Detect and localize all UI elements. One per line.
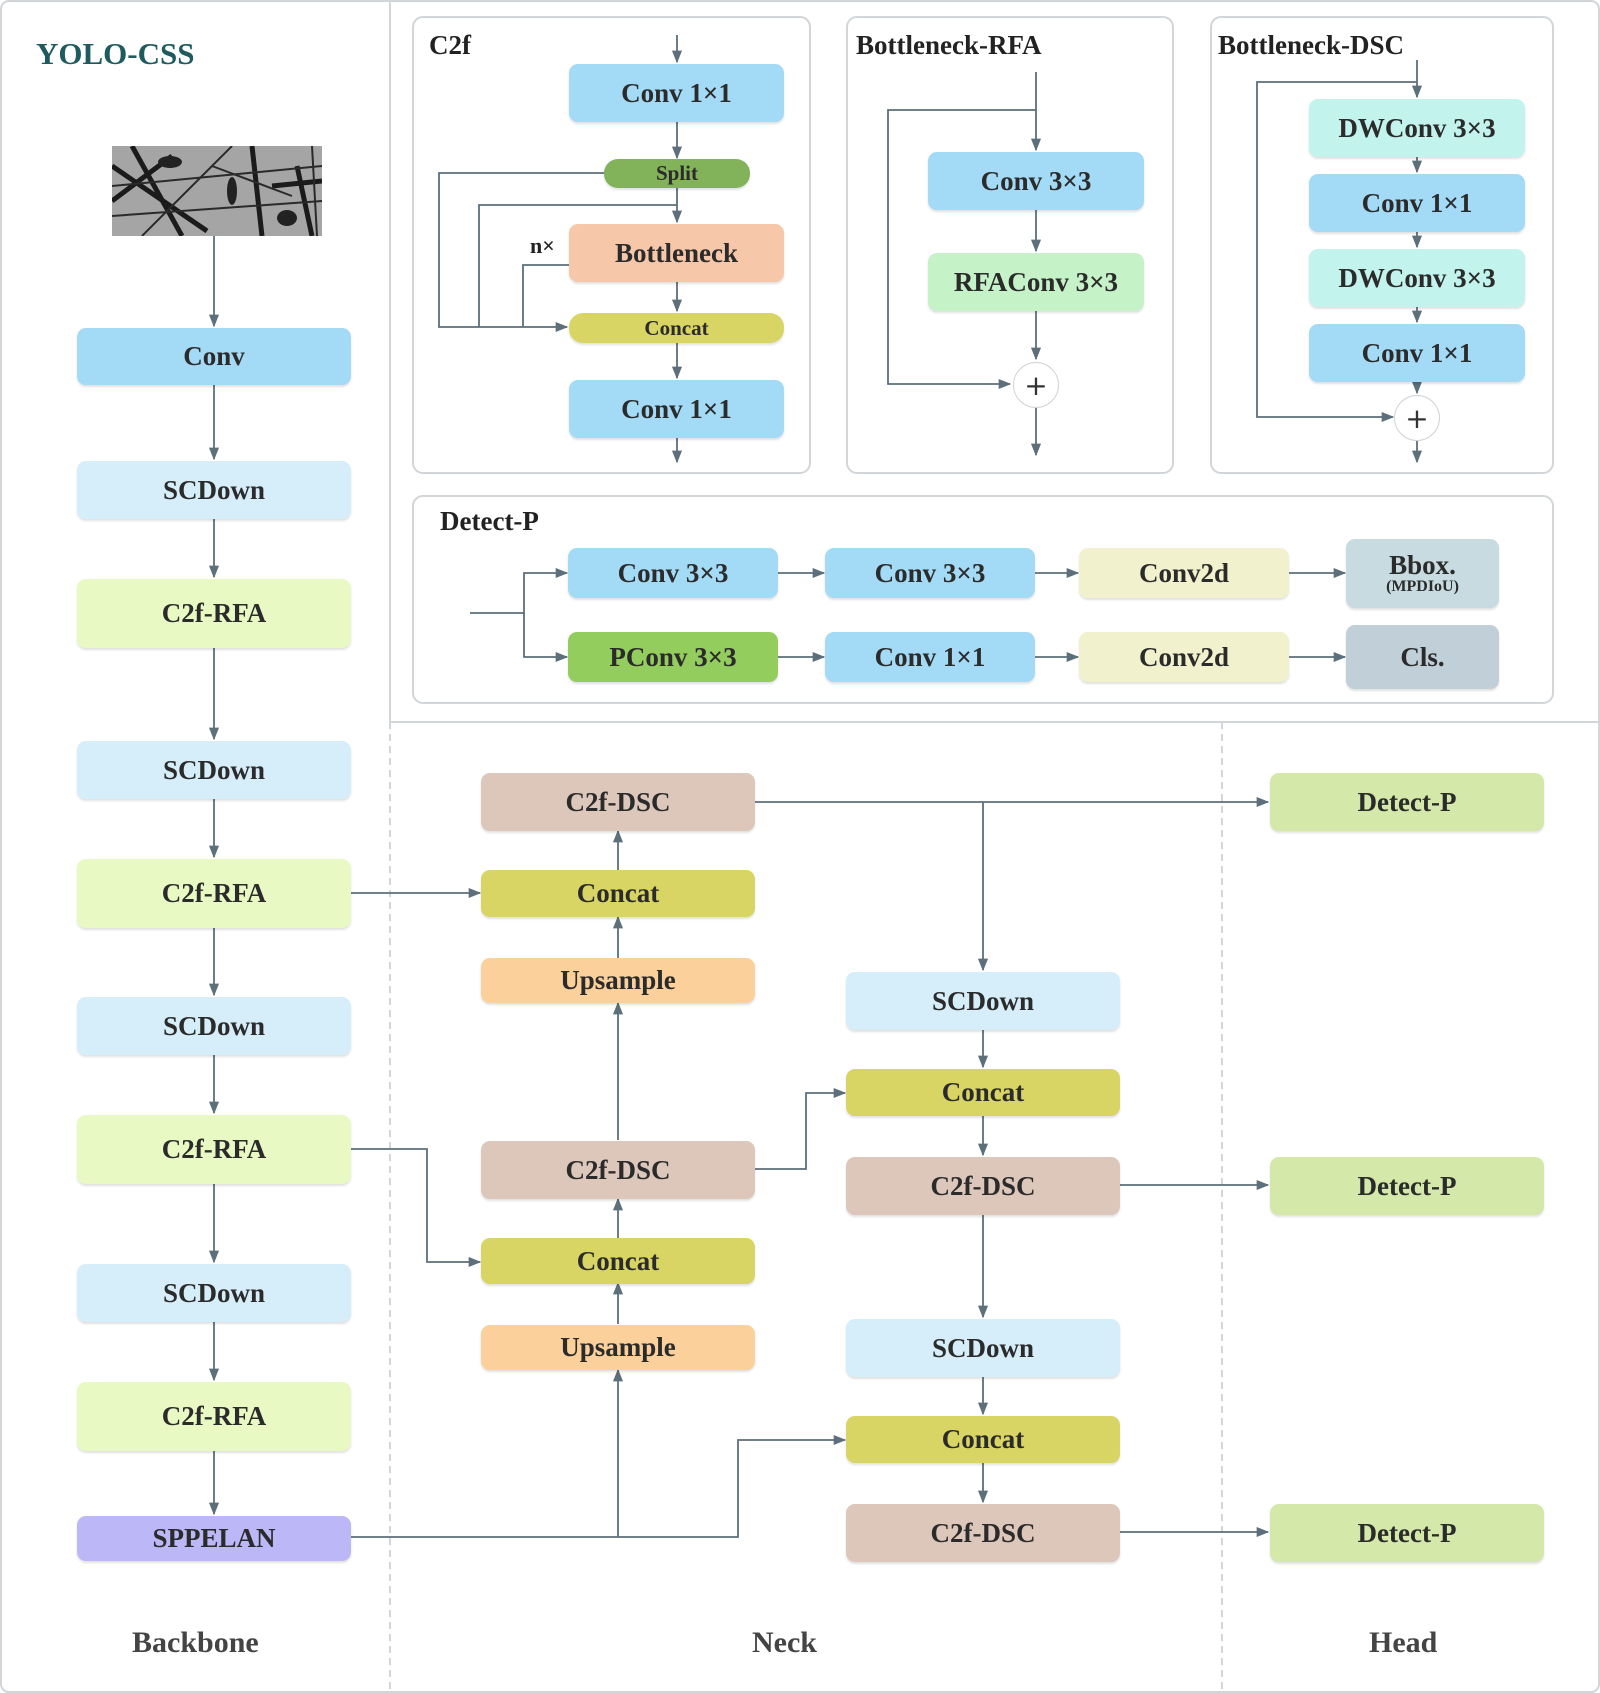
dsc-add-node: + xyxy=(1394,395,1440,441)
rfa-panel-title: Bottleneck-RFA xyxy=(856,30,1042,60)
edge-c2f-split-skip xyxy=(438,172,604,333)
edge-rfa-skip xyxy=(887,109,1036,390)
c2f-split: Split xyxy=(604,159,750,188)
neck-upsample-lower: Upsample xyxy=(481,1325,755,1370)
head-detect-p-1: Detect-P xyxy=(1270,773,1544,831)
backbone-c2f-rfa-2: C2f-RFA xyxy=(77,859,351,928)
neck-c2f-dsc-right-lower: C2f-DSC xyxy=(846,1504,1120,1562)
edge-c2f-bottleneck-loop xyxy=(522,264,569,327)
section-label-backbone: Backbone xyxy=(132,1626,259,1659)
head-detect-p-2: Detect-P xyxy=(1270,1157,1544,1215)
c2f-conv-top: Conv 1×1 xyxy=(569,64,784,122)
edge-dsc-skip xyxy=(1256,81,1417,423)
dsc-conv-2: Conv 1×1 xyxy=(1309,324,1525,382)
detect-bbox-sublabel: (MPDIoU) xyxy=(1386,578,1459,596)
detect-r1-conv-b: Conv 3×3 xyxy=(825,548,1035,598)
neck-c2f-dsc-mid: C2f-DSC xyxy=(481,1141,755,1199)
edge-c2frfa3-concat xyxy=(351,1148,482,1268)
detect-r2-conv: Conv 1×1 xyxy=(825,632,1035,682)
edge-c2f-split-branch xyxy=(478,204,677,327)
edge-detect-in-bottom xyxy=(523,613,569,663)
neck-scdown-upper: SCDown xyxy=(846,972,1120,1030)
rfa-conv: Conv 3×3 xyxy=(928,152,1144,210)
section-label-neck: Neck xyxy=(752,1626,817,1659)
detect-r1-conv2d: Conv2d xyxy=(1079,548,1289,598)
neck-concat-lower: Concat xyxy=(481,1238,755,1284)
c2f-conv-bottom: Conv 1×1 xyxy=(569,380,784,438)
c2f-panel-title: C2f xyxy=(429,30,471,60)
backbone-scdown-2: SCDown xyxy=(77,741,351,799)
detect-bbox-label: Bbox. xyxy=(1389,549,1456,580)
c2f-panel xyxy=(412,16,811,474)
rfa-rfaconv: RFAConv 3×3 xyxy=(928,253,1144,311)
neck-scdown-lower: SCDown xyxy=(846,1319,1120,1377)
detect-panel xyxy=(412,495,1554,704)
dsc-panel-title: Bottleneck-DSC xyxy=(1218,30,1404,60)
backbone-scdown-4: SCDown xyxy=(77,1264,351,1322)
edge-c2fdsc-concat-right xyxy=(755,1087,847,1170)
transmission-tower-image xyxy=(112,146,322,236)
c2f-repeat-label: n× xyxy=(530,233,555,258)
input-image xyxy=(112,146,322,236)
diagram-title: YOLO-CSS xyxy=(36,36,195,71)
c2f-concat: Concat xyxy=(569,313,784,343)
detect-cls-output: Cls. xyxy=(1346,625,1499,689)
backbone-c2f-rfa-4: C2f-RFA xyxy=(77,1382,351,1451)
rfa-add-node: + xyxy=(1013,362,1059,408)
backbone-sppelan: SPPELAN xyxy=(77,1516,351,1561)
backbone-c2f-rfa-1: C2f-RFA xyxy=(77,579,351,648)
rfa-panel xyxy=(846,16,1174,474)
head-detect-p-3: Detect-P xyxy=(1270,1504,1544,1562)
section-label-head: Head xyxy=(1369,1626,1438,1659)
dsc-dwconv-1: DWConv 3×3 xyxy=(1309,99,1525,157)
neck-c2f-dsc-right-upper: C2f-DSC xyxy=(846,1157,1120,1215)
edge-sppelan-concat-right xyxy=(351,1434,847,1538)
detect-bbox-output: Bbox. (MPDIoU) xyxy=(1346,539,1499,608)
dsc-conv-1: Conv 1×1 xyxy=(1309,174,1525,232)
detect-r1-conv-a: Conv 3×3 xyxy=(568,548,778,598)
detect-r2-conv2d: Conv2d xyxy=(1079,632,1289,682)
c2f-bottleneck: Bottleneck xyxy=(569,224,784,282)
neck-c2f-dsc-top: C2f-DSC xyxy=(481,773,755,831)
neck-concat-right-upper: Concat xyxy=(846,1069,1120,1116)
detect-r2-pconv: PConv 3×3 xyxy=(568,632,778,682)
backbone-scdown-3: SCDown xyxy=(77,997,351,1055)
neck-concat-right-lower: Concat xyxy=(846,1416,1120,1463)
dsc-panel xyxy=(1210,16,1554,474)
backbone-conv: Conv xyxy=(77,328,351,385)
backbone-c2f-rfa-3: C2f-RFA xyxy=(77,1115,351,1184)
edge-detect-in-top xyxy=(470,567,569,614)
backbone-scdown-1: SCDown xyxy=(77,461,351,519)
neck-concat-upper: Concat xyxy=(481,870,755,917)
detect-panel-title: Detect-P xyxy=(440,506,539,536)
neck-upsample-upper: Upsample xyxy=(481,958,755,1003)
dsc-dwconv-2: DWConv 3×3 xyxy=(1309,249,1525,307)
